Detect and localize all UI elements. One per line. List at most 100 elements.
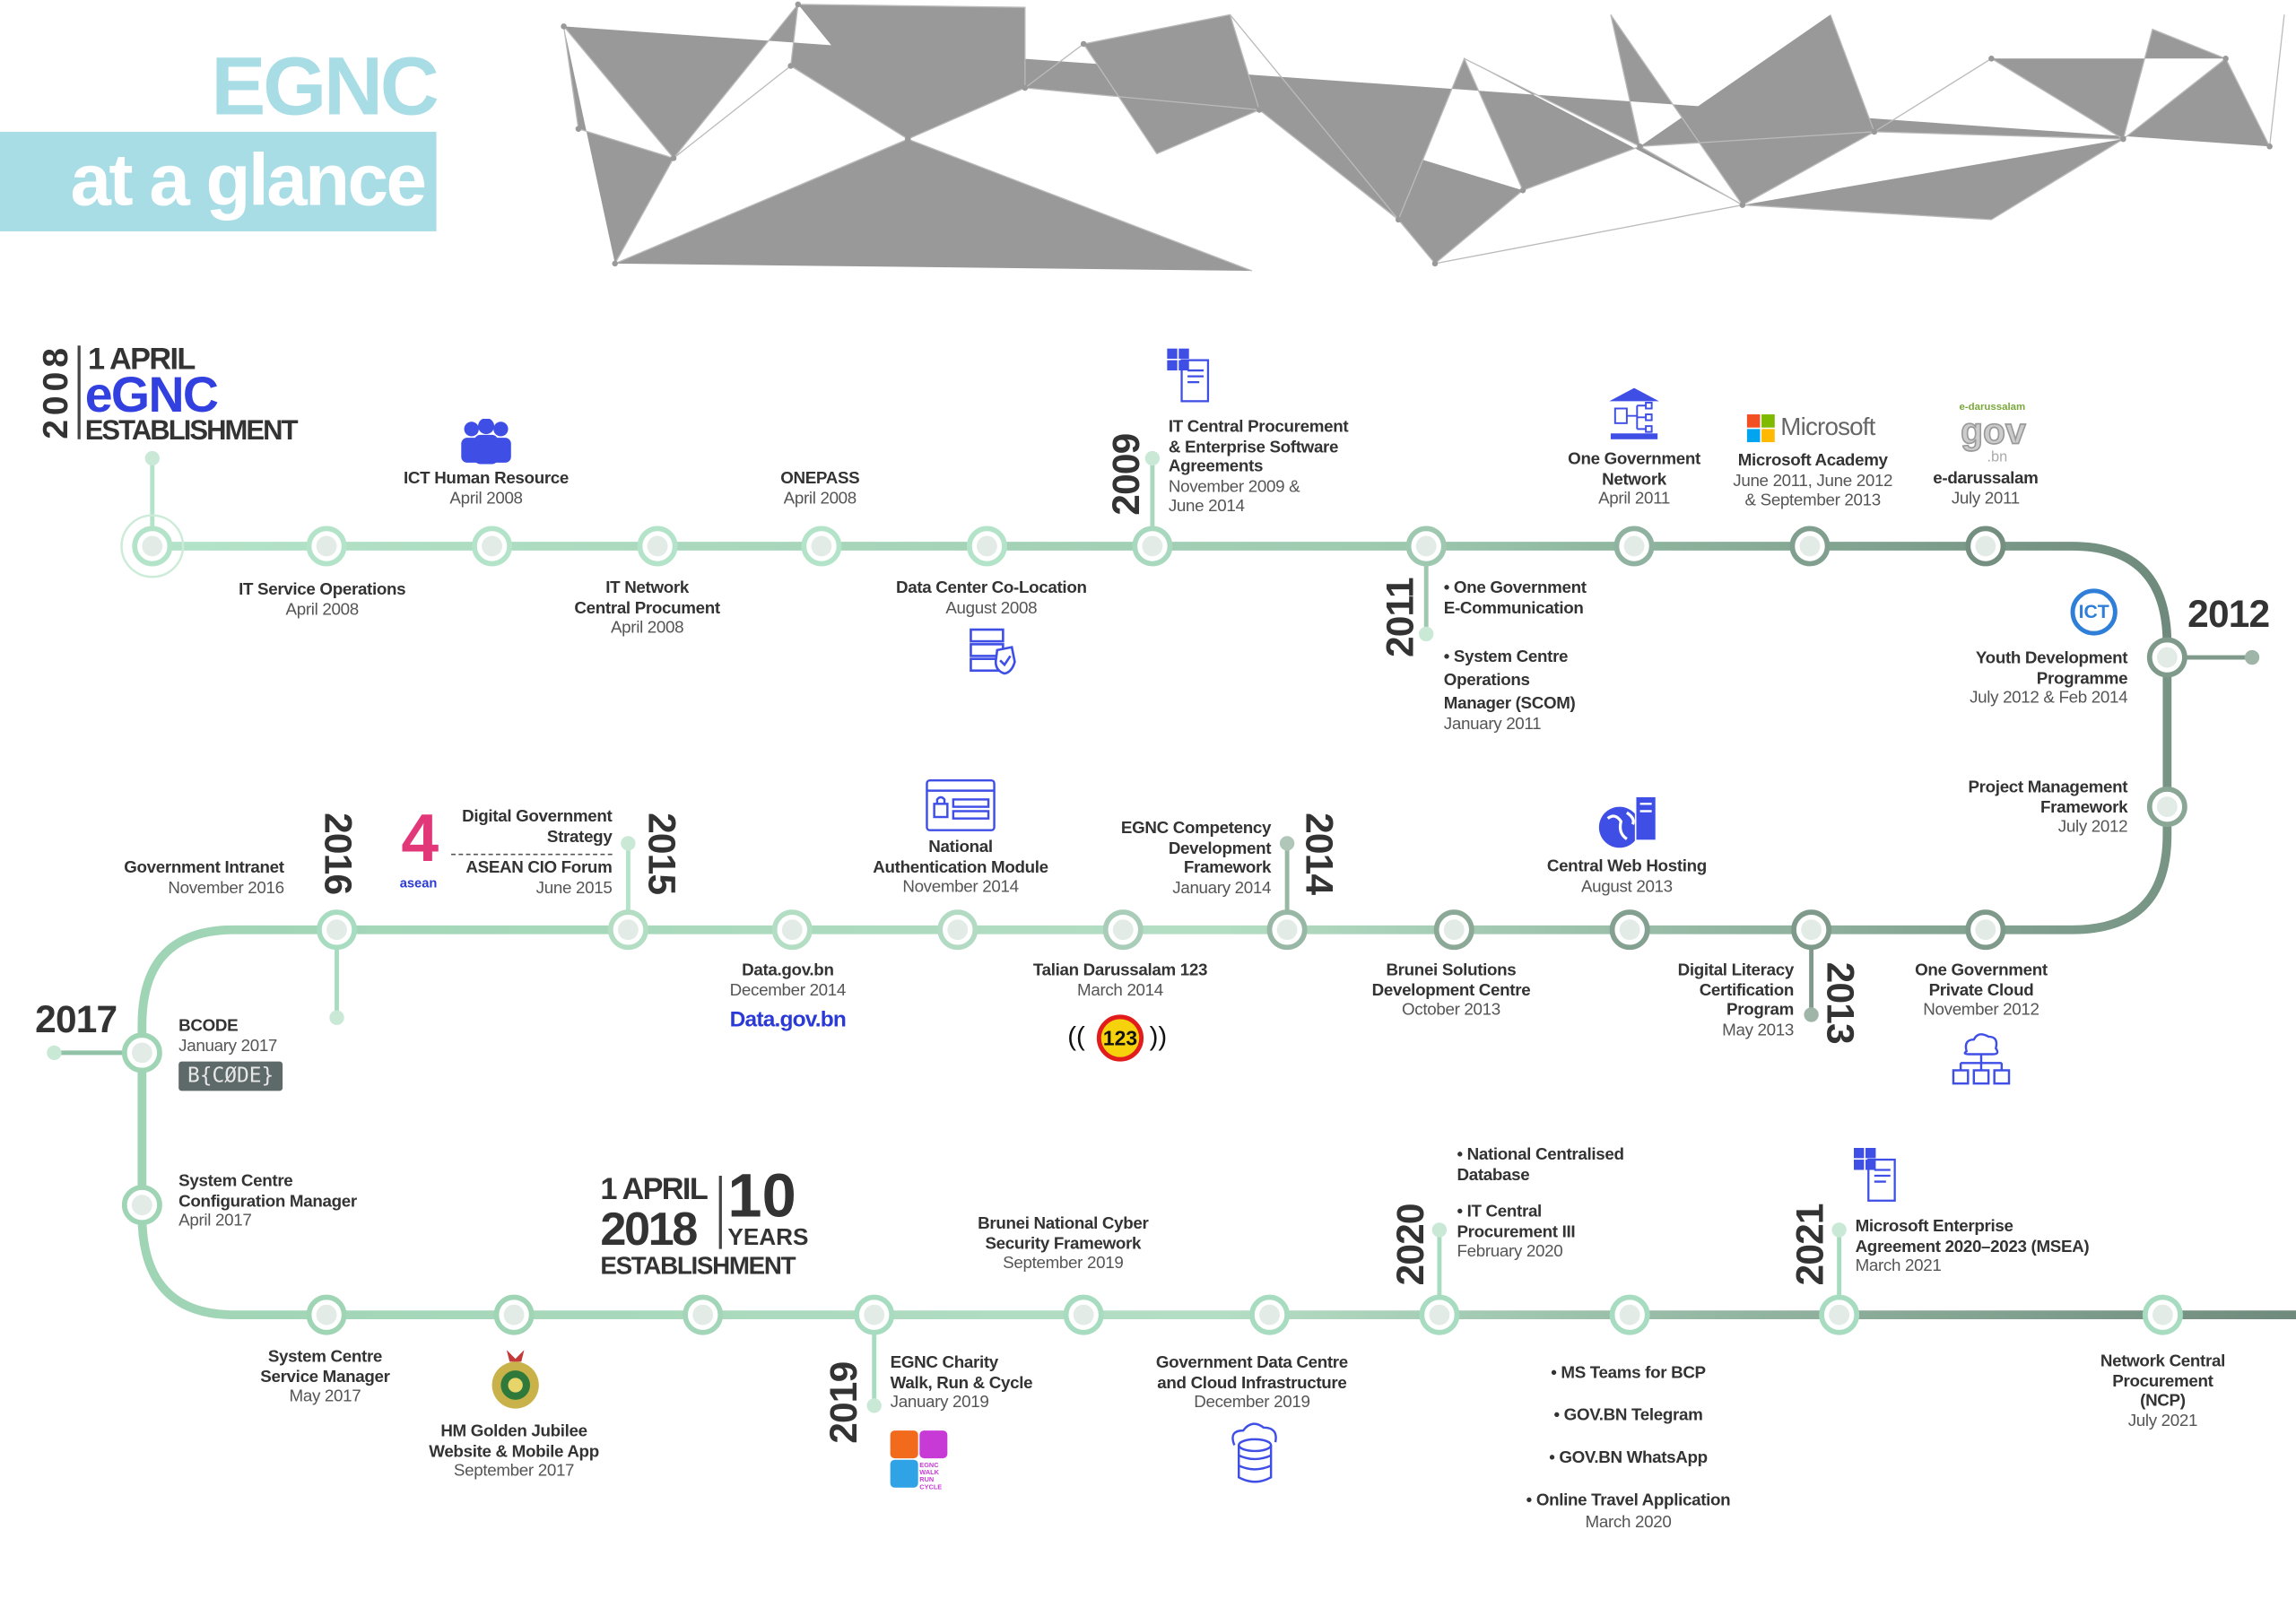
timeline-node-center bbox=[1975, 535, 1996, 557]
data-gov-bn-logo: Data.gov.bn bbox=[729, 1007, 847, 1033]
year-2012: 2012 bbox=[2187, 591, 2270, 636]
year-2016: 2016 bbox=[316, 813, 361, 895]
anniversary-unit: YEARS bbox=[727, 1225, 809, 1251]
timeline-node-center bbox=[482, 535, 502, 557]
timeline-node-center bbox=[864, 1304, 885, 1326]
page-title-at-a-glance: at a glance bbox=[70, 139, 426, 222]
year-2020: 2020 bbox=[1387, 1204, 1432, 1286]
gov-bn-logo: gov bbox=[1960, 411, 2026, 453]
year-2021: 2021 bbox=[1787, 1204, 1832, 1286]
windows-document-icon bbox=[1853, 1147, 1896, 1202]
timeline-node-center bbox=[131, 1195, 152, 1216]
royal-emblem-icon bbox=[491, 1350, 539, 1409]
event-2011-group: • One Government E-Communication• System… bbox=[1443, 579, 1587, 734]
year-2014: 2014 bbox=[1297, 813, 1342, 895]
timeline-node-center bbox=[1259, 1304, 1280, 1326]
authentication-browser-icon bbox=[926, 778, 996, 831]
timeline-node-center bbox=[326, 919, 347, 941]
ict-logo: ICT bbox=[2070, 588, 2118, 636]
establishment-label: ESTABLISHMENT bbox=[84, 415, 299, 447]
timeline-node-center bbox=[2156, 647, 2178, 668]
divider bbox=[718, 1176, 722, 1249]
establishment-date: 1 APRIL bbox=[87, 343, 196, 377]
timeline-node-center bbox=[1112, 919, 1134, 941]
talian-darussalam-logo: 123 (()) bbox=[1067, 1011, 1173, 1069]
timeline-node-center bbox=[1443, 919, 1465, 941]
divider bbox=[77, 345, 81, 439]
timeline-node-center bbox=[781, 919, 803, 941]
event-brunei-national-cyber-security: Brunei National Cyber Security Framework… bbox=[978, 1215, 1149, 1273]
event-government-data-centre: Government Data Centre and Cloud Infrast… bbox=[1155, 1354, 1348, 1412]
timeline-node-center bbox=[1619, 1304, 1640, 1326]
timeline-node-center bbox=[131, 1042, 152, 1064]
timeline-node-center bbox=[503, 1304, 525, 1326]
timeline-node-center bbox=[647, 535, 668, 557]
event-microsoft-enterprise-agreement: Microsoft Enterprise Agreement 2020–2023… bbox=[1855, 1218, 2090, 1276]
globe-server-icon bbox=[1598, 795, 1657, 848]
timeline-node-center bbox=[1276, 919, 1298, 941]
government-network-icon bbox=[1609, 387, 1659, 439]
server-shield-icon bbox=[970, 628, 1016, 675]
timeline-node-center bbox=[617, 919, 639, 941]
timeline-node-center bbox=[1623, 535, 1645, 557]
timeline-node-center bbox=[692, 1304, 714, 1326]
people-group-icon bbox=[461, 418, 511, 465]
timeline-node-center bbox=[976, 535, 997, 557]
timeline-node-center bbox=[1799, 535, 1821, 557]
timeline-node-center bbox=[1619, 919, 1640, 941]
darussalam-logo-text: e-darussalam bbox=[1959, 402, 2026, 413]
anniversary-year: 2018 bbox=[600, 1202, 698, 1256]
timeline-node-center bbox=[1975, 919, 1996, 941]
year-2008: 2008 bbox=[36, 343, 76, 439]
year-2013: 2013 bbox=[1818, 961, 1863, 1044]
event-march-2020-list: • MS Teams for BCP• GOV.BN Telegram• GOV… bbox=[1526, 1364, 1731, 1532]
timeline-node-center bbox=[1142, 535, 1163, 557]
event-network-central-procurement: Network Central Procurement (NCP)July 20… bbox=[2100, 1352, 2225, 1430]
charity-walk-logo: EGNC WALK RUN CYCLE bbox=[890, 1430, 952, 1491]
gov-bn-logo-sub: .bn bbox=[1987, 449, 2008, 466]
microsoft-logo-icon bbox=[1746, 414, 1775, 443]
timeline-node-center bbox=[1415, 535, 1437, 557]
egnc-logo: eGNC bbox=[84, 367, 219, 423]
year-2019: 2019 bbox=[821, 1361, 865, 1444]
private-cloud-icon bbox=[1952, 1033, 2011, 1085]
anniversary-date: 1 APRIL bbox=[600, 1172, 708, 1207]
timeline-node-center bbox=[2156, 796, 2178, 818]
anniversary-label: ESTABLISHMENT bbox=[600, 1251, 796, 1280]
timeline-node-center bbox=[1429, 1304, 1450, 1326]
database-cloud-icon bbox=[1231, 1422, 1277, 1483]
timeline-node-center bbox=[947, 919, 969, 941]
timeline-node-center bbox=[1829, 1304, 1850, 1326]
timeline-node-center bbox=[811, 535, 832, 557]
timeline-node-center bbox=[316, 1304, 337, 1326]
windows-document-icon bbox=[1167, 348, 1210, 403]
bcode-logo: B{CØDE} bbox=[178, 1061, 283, 1091]
timeline-node-center bbox=[1073, 1304, 1094, 1326]
year-2009: 2009 bbox=[1104, 433, 1148, 516]
timeline-node-center bbox=[316, 535, 337, 557]
